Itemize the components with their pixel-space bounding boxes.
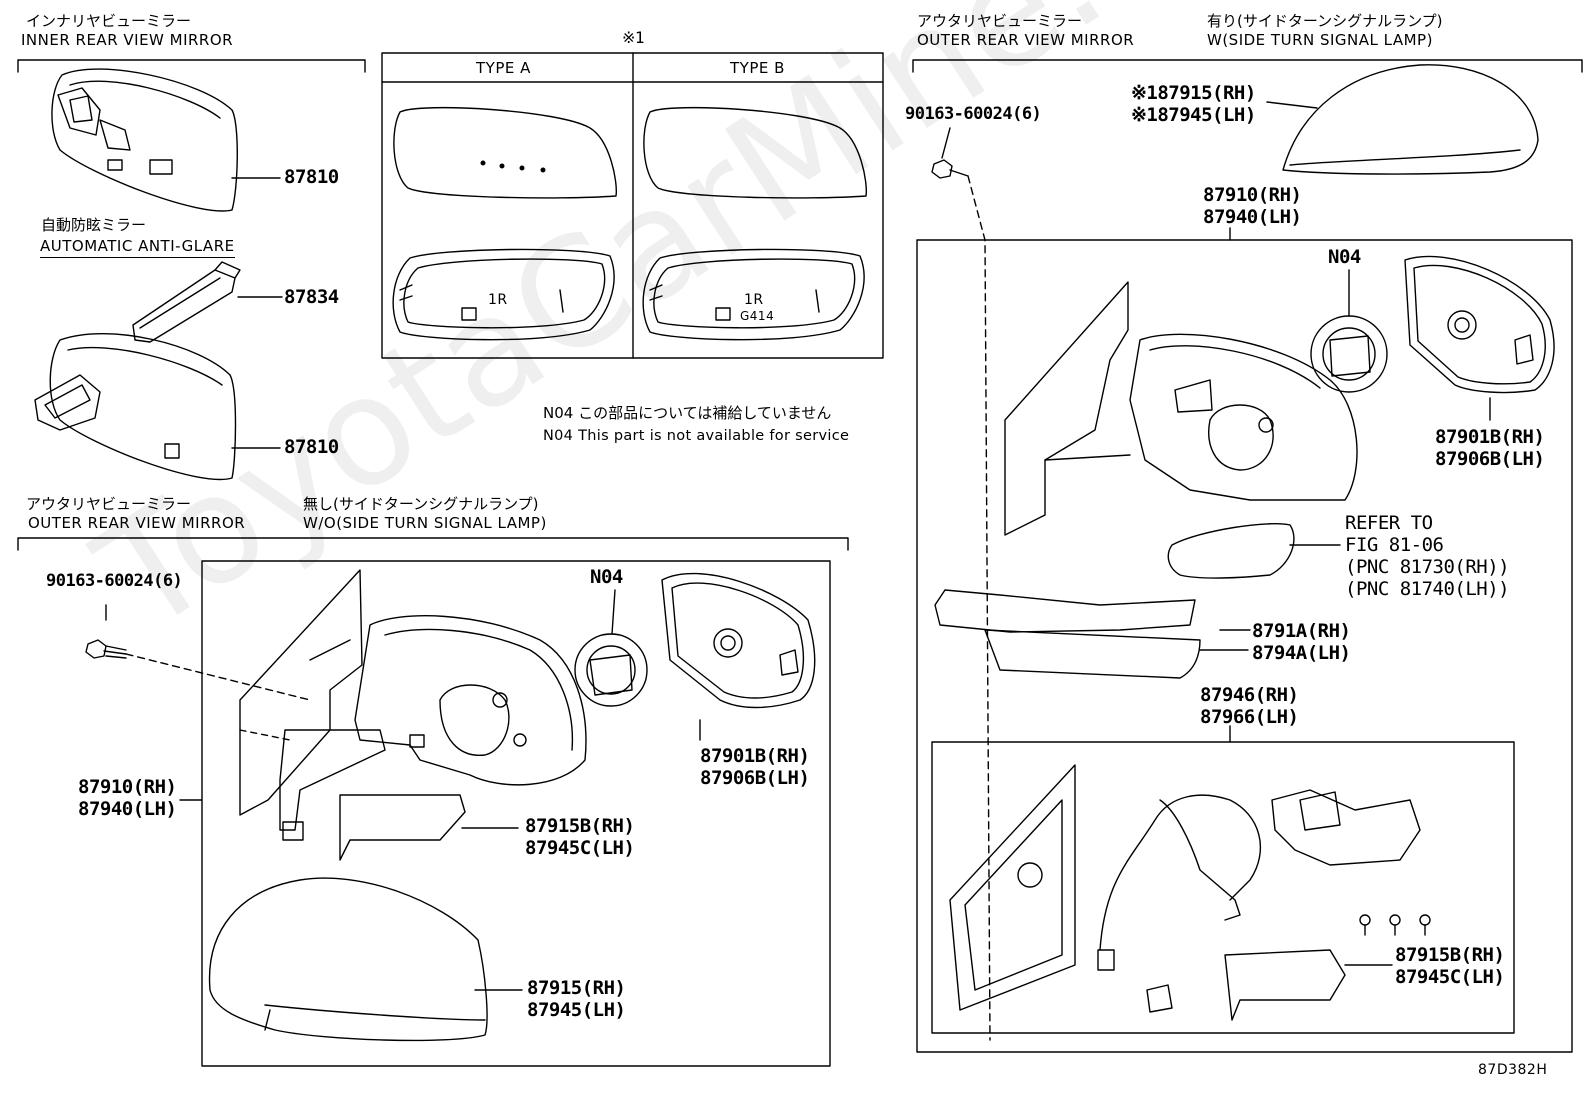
outer-wo-cover-label[interactable]: 87915(RH) 87945(LH) <box>527 977 626 1021</box>
outer-wo-assy-label[interactable]: 87910(RH) 87940(LH) <box>78 776 177 820</box>
outer-w-cover-b-rh: 87915B(RH) <box>1395 944 1505 966</box>
type-a-glass-front <box>393 106 617 199</box>
outer-w-base-label[interactable]: 87946(RH) 87966(LH) <box>1200 684 1299 728</box>
outer-wo-assy-rh: 87910(RH) <box>78 776 177 798</box>
outer-w-actuator <box>1310 269 1388 393</box>
outer-w-cover-b-lh: 87945C(LH) <box>1395 966 1505 988</box>
outer-w-n04: N04 <box>1328 246 1361 268</box>
outer-w-lamp-label[interactable]: 8791A(RH) 8794A(LH) <box>1252 620 1351 664</box>
outer-w-mirror-glass <box>1404 255 1555 421</box>
type-table-grid <box>381 52 884 359</box>
type-a-mark: 1R <box>488 292 508 308</box>
outer-w-frame <box>916 239 1573 1053</box>
outer-wo-frame <box>201 560 831 1067</box>
outer-wo-mirror-base <box>239 569 386 841</box>
outer-wo-title-en: OUTER REAR VIEW MIRROR <box>28 514 246 532</box>
outer-wo-mirror-label[interactable]: 87901B(RH) 87906B(LH) <box>700 745 810 789</box>
outer-wo-cover-lh: 87945(LH) <box>527 999 626 1021</box>
type-b-code: G414 <box>740 309 775 323</box>
outer-w-base-frame <box>931 741 1515 1034</box>
outer-w-cover-lh: ※187945(LH) <box>1131 104 1256 126</box>
inner-mirror-top-drawing <box>51 68 281 212</box>
outer-w-bolt-label[interactable]: 90163-60024(6) <box>905 104 1042 124</box>
type-b-header: TYPE B <box>730 59 785 77</box>
outer-wo-leaders <box>179 719 701 801</box>
outer-wo-bolt-label[interactable]: 90163-60024(6) <box>46 571 183 591</box>
outer-wo-housing <box>354 615 587 786</box>
inner-mirror-bottom-drawing <box>34 333 281 481</box>
figure-code: 87D382H <box>1478 1062 1548 1078</box>
outer-w-cover-b-label[interactable]: 87915B(RH) 87945C(LH) <box>1395 944 1505 988</box>
outer-wo-cover-rh: 87915(RH) <box>527 977 626 999</box>
outer-wo-assy-lh: 87940(LH) <box>78 798 177 820</box>
outer-w-assy-lh: 87940(LH) <box>1203 206 1302 228</box>
type-a-header: TYPE A <box>476 59 531 77</box>
outer-wo-actuator <box>574 589 648 707</box>
n04-note-en: N04 This part is not available for servi… <box>543 428 850 444</box>
outer-wo-cover-large <box>208 877 523 1042</box>
outer-wo-cover-small <box>339 794 519 861</box>
outer-w-cover-label[interactable]: ※187915(RH) ※187945(LH) <box>1131 82 1256 126</box>
outer-wo-cover-b-label[interactable]: 87915B(RH) 87945C(LH) <box>525 815 635 859</box>
n04-note-jp: N04 この部品については補給していません <box>543 404 832 422</box>
outer-w-lamp-housing <box>934 589 1249 679</box>
outer-w-cover <box>1266 64 1539 175</box>
outer-wo-cover-b-lh: 87945C(LH) <box>525 837 635 859</box>
outer-w-base-rh: 87946(RH) <box>1200 684 1299 706</box>
outer-wo-mirror-glass <box>661 572 816 709</box>
outer-w-refer-4: (PNC 81740(LH)) <box>1345 578 1510 600</box>
outer-wo-bolt <box>85 604 311 701</box>
inner-part-87834[interactable]: 87834 <box>284 286 339 308</box>
type-b-mark: 1R <box>744 292 764 308</box>
auto-antiglare-en: AUTOMATIC ANTI-GLARE <box>40 239 235 258</box>
outer-wo-n04: N04 <box>590 566 623 588</box>
outer-w-mirror-lh: 87906B(LH) <box>1435 448 1545 470</box>
outer-w-mirror-label[interactable]: 87901B(RH) 87906B(LH) <box>1435 426 1545 470</box>
section-brackets <box>17 59 1583 551</box>
outer-w-mirror-base <box>1004 281 1131 536</box>
bracket-87834-drawing <box>132 261 283 343</box>
outer-wo-mirror-lh: 87906B(LH) <box>700 767 810 789</box>
outer-w-assy-rh: 87910(RH) <box>1203 184 1302 206</box>
outer-w-mirror-rh: 87901B(RH) <box>1435 426 1545 448</box>
outer-w-refer-label[interactable]: REFER TO FIG 81-06 (PNC 81730(RH)) (PNC … <box>1345 512 1510 600</box>
type-b-glass-back <box>642 248 865 341</box>
outer-w-bolt <box>931 127 991 1041</box>
outer-w-variant-jp: 有り(サイドターンシグナルランプ) <box>1207 12 1443 30</box>
outer-w-refer-2: FIG 81-06 <box>1345 534 1444 556</box>
outer-w-title-en: OUTER REAR VIEW MIRROR <box>917 31 1135 49</box>
outer-wo-cover-b-rh: 87915B(RH) <box>525 815 635 837</box>
auto-antiglare-jp: 自動防眩ミラー <box>41 216 147 234</box>
outer-w-refer-3: (PNC 81730(RH)) <box>1345 556 1510 578</box>
type-b-glass-front <box>643 106 867 199</box>
inner-part-87810-bottom[interactable]: 87810 <box>284 436 339 458</box>
outer-wo-mirror-rh: 87901B(RH) <box>700 745 810 767</box>
type-note: ※1 <box>622 28 645 47</box>
outer-w-base-lh: 87966(LH) <box>1200 706 1299 728</box>
inner-part-87810-top[interactable]: 87810 <box>284 166 339 188</box>
outer-wo-title-jp: アウタリヤビューミラー <box>26 495 192 513</box>
inner-title-jp: インナリヤビューミラー <box>26 12 192 30</box>
outer-w-variant-en: W(SIDE TURN SIGNAL LAMP) <box>1207 31 1433 49</box>
type-a-glass-back <box>392 248 615 341</box>
outer-w-lamp-lh: 8794A(LH) <box>1252 642 1351 664</box>
inner-title-en: INNER REAR VIEW MIRROR <box>21 31 234 49</box>
outer-w-turn-lamp <box>1167 523 1341 579</box>
outer-w-housing <box>1129 333 1358 501</box>
outer-w-lamp-rh: 8791A(RH) <box>1252 620 1351 642</box>
outer-w-refer-1: REFER TO <box>1345 512 1433 534</box>
outer-wo-variant-en: W/O(SIDE TURN SIGNAL LAMP) <box>303 514 547 532</box>
outer-w-cover-rh: ※187915(RH) <box>1131 82 1256 104</box>
outer-w-title-jp: アウタリヤビューミラー <box>917 12 1083 30</box>
outer-w-base-parts <box>949 764 1431 1021</box>
outer-w-assy-label[interactable]: 87910(RH) 87940(LH) <box>1203 184 1302 228</box>
outer-wo-variant-jp: 無し(サイドターンシグナルランプ) <box>303 495 539 513</box>
